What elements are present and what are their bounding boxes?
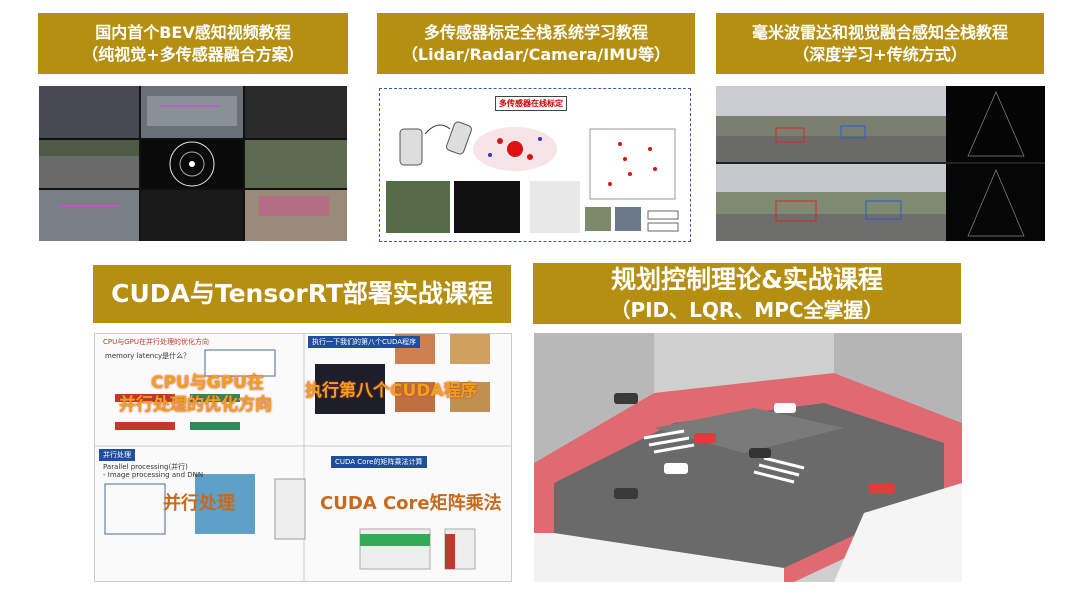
calib-figures <box>386 121 679 233</box>
bev-camera-grid <box>39 86 347 241</box>
cuda-slide-graphics <box>95 334 511 581</box>
radar-course-subtitle: （深度学习+传统方式） <box>793 44 967 64</box>
radar-course-title: 毫米波雷达和视觉融合感知全栈教程 <box>751 22 1008 42</box>
bev-image <box>39 86 347 241</box>
intersection-illustration <box>534 333 962 582</box>
cuda-section4: CUDA Core的矩阵乘法计算 <box>331 456 427 468</box>
radar-fusion-image <box>716 86 1045 241</box>
bev-course-banner: 国内首个BEV感知视频教程 （纯视觉+多传感器融合方案） <box>38 13 348 74</box>
cuda-section2: 执行一下我们的第八个CUDA程序 <box>308 336 421 348</box>
calib-course-title: 多传感器标定全栈系统学习教程 <box>423 22 648 42</box>
intersection-image <box>534 333 962 582</box>
calib-course-subtitle: （Lidar/Radar/Camera/IMU等） <box>401 44 671 64</box>
image-dnn-label: - Image processing and DNN <box>103 471 204 479</box>
bev-course-subtitle: （纯视觉+多传感器融合方案） <box>82 44 304 64</box>
cuda-section1: CPU与GPU在并行处理的优化方向 <box>103 338 210 346</box>
calib-image: 多传感器在线标定 <box>379 88 691 242</box>
calib-panel-title: 多传感器在线标定 <box>495 96 567 111</box>
calib-course-banner: 多传感器标定全栈系统学习教程 （Lidar/Radar/Camera/IMU等） <box>377 13 695 74</box>
overlay-parallel-optimization: 并行处理的优化方向 <box>119 395 272 415</box>
radar-fusion-figures <box>716 86 1045 241</box>
overlay-parallel-processing: 并行处理 <box>163 493 235 514</box>
parallel-processing-label: Parallel processing(并行) <box>103 463 188 471</box>
planning-course-title: 规划控制理论&实战课程 <box>611 265 883 295</box>
memory-latency-label: memory latency是什么？ <box>105 352 191 360</box>
planning-course-banner: 规划控制理论&实战课程 （PID、LQR、MPC全掌握） <box>533 263 961 324</box>
overlay-cpu-gpu: CPU与GPU在 <box>151 373 264 393</box>
overlay-cuda-core-matmul: CUDA Core矩阵乘法 <box>320 493 502 514</box>
cuda-slides-image: CPU与GPU在并行处理的优化方向 memory latency是什么？ 执行一… <box>94 333 512 582</box>
bev-course-title: 国内首个BEV感知视频教程 <box>95 22 291 42</box>
planning-course-subtitle: （PID、LQR、MPC全掌握） <box>610 297 884 322</box>
cuda-course-title: CUDA与TensorRT部署实战课程 <box>111 279 493 309</box>
cuda-course-banner: CUDA与TensorRT部署实战课程 <box>93 265 511 323</box>
radar-course-banner: 毫米波雷达和视觉融合感知全栈教程 （深度学习+传统方式） <box>716 13 1044 74</box>
cuda-section3: 并行处理 <box>99 449 135 461</box>
overlay-eighth-cuda: 执行第八个CUDA程序 <box>305 381 478 401</box>
